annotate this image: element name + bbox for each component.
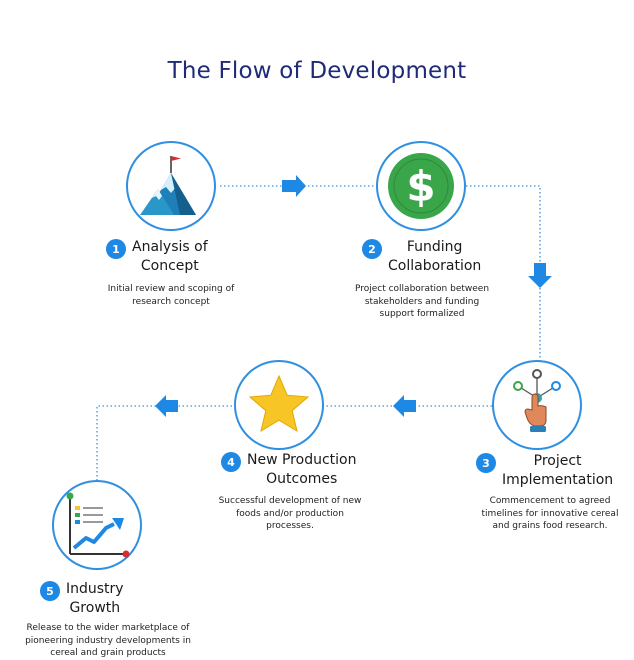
step-4-icon-circle [234,360,324,450]
page-title: The Flow of Development [167,58,467,84]
step-4-description: Successful development of new foods and/… [218,496,362,531]
step-5-icon-circle [52,480,142,570]
arrow-down-icon [528,263,552,288]
step-2-heading: 2 Funding Collaboration [362,238,481,276]
arrow-right-icon [282,175,306,197]
step-5-description: Release to the wider marketplace of pion… [25,623,191,658]
step-3-title: Project Implementation [502,453,614,488]
step-3-heading: 3 Project Implementation [476,452,613,490]
dollar-coin-icon: $ [388,153,454,219]
arrow-left-icon [155,395,178,417]
step-4-heading: 4 New Production Outcomes [221,451,356,489]
step-3-icon-circle [492,360,582,450]
step-4-title: New Production Outcomes [247,452,357,487]
star-icon [248,374,310,433]
step-number-badge: 1 [106,239,126,259]
step-2-icon-circle: $ [376,141,466,231]
step-number-badge: 2 [362,239,382,259]
step-number-badge: 4 [221,452,241,472]
step-1-description: Initial review and scoping of research c… [107,284,235,307]
step-2-title: Funding Collaboration [388,239,482,274]
step-3-description: Commencement to agreed timelines for inn… [481,496,619,531]
step-5-title: Industry Growth [66,581,124,616]
touch-network-icon [513,369,561,432]
step-1-title: Analysis of Concept [132,239,208,274]
step-5-heading: 5 Industry Growth [40,580,124,618]
arrow-left-icon [393,395,416,417]
step-1-icon-circle [126,141,216,231]
mountain-flag-icon [140,156,196,215]
step-2-description: Project collaboration between stakeholde… [354,284,490,319]
growth-chart-icon [66,492,130,558]
step-1-heading: 1 Analysis of Concept [106,238,208,276]
step-number-badge: 5 [40,581,60,601]
step-number-badge: 3 [476,453,496,473]
svg-text:$: $ [406,162,435,211]
